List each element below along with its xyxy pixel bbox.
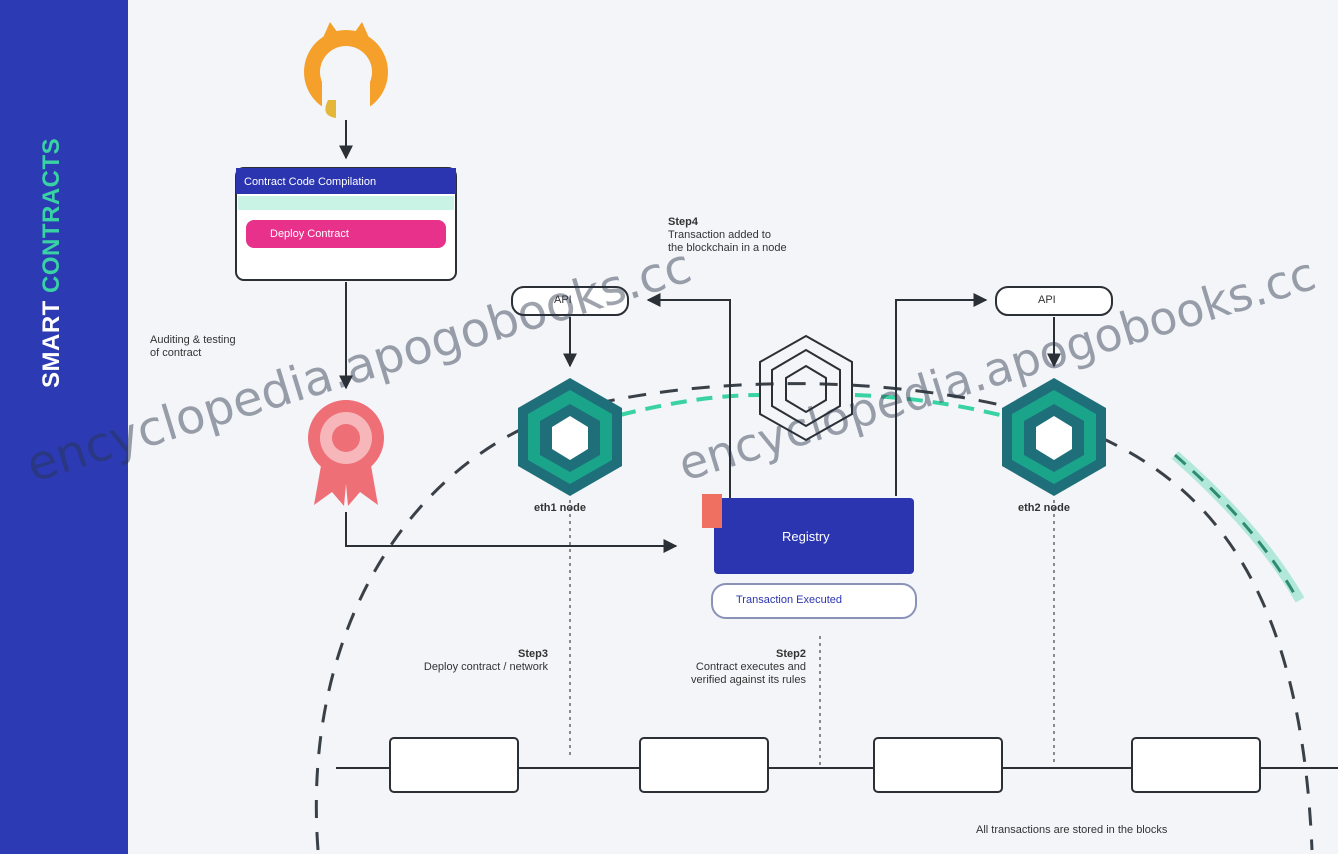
node-right-label: eth2 node	[1018, 502, 1070, 514]
api-left-pill	[511, 286, 629, 316]
certificate-badge-icon	[308, 400, 384, 506]
editor-title: Contract Code Compilation	[244, 176, 377, 188]
registry-title: Registry	[782, 529, 830, 544]
block-3	[873, 737, 1003, 793]
deploy-contract-button[interactable]: Deploy Contract	[270, 228, 349, 240]
api-left-label: API	[554, 294, 572, 306]
ethereum-hexagon-icon	[518, 378, 622, 496]
github-icon	[304, 22, 388, 118]
code-editor-card	[235, 167, 457, 281]
block-2	[639, 737, 769, 793]
block-1	[389, 737, 519, 793]
node-link-right	[854, 393, 1001, 417]
api-right-label: API	[1038, 294, 1056, 306]
registry-subtitle: Transaction Executed	[736, 594, 842, 606]
ethereum-hexagon-icon	[1002, 378, 1106, 496]
node-link-left	[619, 393, 761, 417]
step2-label: Step2 Contract executes and verified aga…	[691, 648, 806, 686]
step4-label: Step4 Transaction added to the blockchai…	[668, 216, 787, 254]
step3-label: Step3 Deploy contract / network	[423, 648, 548, 673]
network-arc	[314, 382, 1314, 851]
sidebar: SMART CONTRACTS	[0, 0, 128, 854]
registry-block	[702, 494, 917, 619]
blockchain-hexagon-icon	[759, 334, 853, 442]
node-left-label: eth1 node	[534, 502, 586, 514]
block-4	[1131, 737, 1261, 793]
bottom-note: All transactions are stored in the block…	[976, 824, 1168, 836]
api-right-pill	[995, 286, 1113, 316]
node-link-glow	[1171, 451, 1305, 603]
left-note: Auditing & testing of contract	[150, 334, 236, 359]
